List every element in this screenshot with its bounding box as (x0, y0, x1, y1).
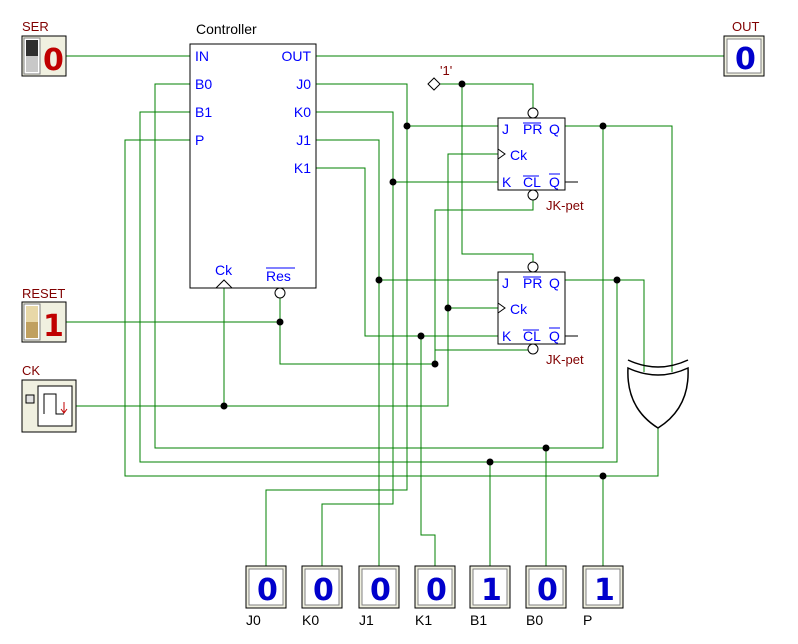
xor-gate[interactable] (627, 359, 689, 429)
jk-flipflop-1[interactable]: J PR Q Ck K CL Q JK-pet (497, 261, 584, 367)
wire-q0-b0 (546, 126, 604, 449)
controller-title: Controller (196, 21, 257, 37)
probe-b1-value: 1 (481, 573, 502, 608)
wire-q1-xor (565, 279, 645, 372)
ff0-pr: PR (523, 121, 542, 137)
jk-flipflop-0[interactable]: J PR Q Ck K CL Q JK-pet (497, 107, 584, 213)
reset-label: RESET (22, 286, 65, 301)
probe-p-value: 1 (594, 573, 615, 608)
junctions (220, 80, 621, 480)
ff0-j: J (502, 121, 509, 137)
wire-q1-b1 (490, 280, 618, 463)
pin-b0: B0 (195, 76, 212, 92)
wire-b1 (139, 111, 491, 566)
constant-one[interactable]: '1' (427, 63, 452, 91)
wire-q0-xor (565, 125, 673, 372)
ff1-ck: Ck (510, 301, 528, 317)
probe-k1-label: K1 (415, 612, 432, 628)
out-label: OUT (732, 19, 760, 34)
const-one-label: '1' (440, 63, 452, 78)
pin-in: IN (195, 48, 209, 64)
controller-block[interactable]: Controller IN B0 B1 P OUT J0 K0 J1 K1 Ck… (189, 21, 317, 299)
wire-one-ff2 (461, 84, 534, 264)
probe-p: 1 P (582, 565, 624, 628)
probe-b1-label: B1 (470, 612, 487, 628)
probe-k0-value: 0 (313, 573, 334, 608)
wire-b0 (154, 83, 547, 566)
pin-res: Res (266, 268, 291, 284)
probe-j0: 0 J0 (245, 565, 287, 628)
reset-value: 1 (43, 309, 64, 344)
probe-b0: 0 B0 (525, 565, 567, 628)
clock-triangle-icon (215, 279, 233, 289)
ff0-k: K (502, 174, 512, 190)
ff0-ck: Ck (510, 147, 528, 163)
ff1-clock-icon (497, 302, 506, 314)
reset-switch[interactable]: RESET 1 (21, 286, 67, 344)
pin-k1: K1 (294, 160, 311, 176)
ck-source[interactable]: CK (21, 363, 77, 433)
ff0-cl: CL (523, 174, 541, 190)
diamond-icon (427, 77, 441, 91)
ff1-name: JK-pet (546, 352, 584, 367)
ff0-q: Q (549, 121, 560, 137)
ff0-name: JK-pet (546, 198, 584, 213)
probe-b0-label: B0 (526, 612, 543, 628)
ser-label: SER (22, 19, 49, 34)
pin-p: P (195, 132, 204, 148)
ff0-clock-icon (497, 148, 506, 160)
ff1-qbar: Q (549, 328, 560, 344)
ck-button-icon (25, 394, 35, 404)
pin-j0: J0 (296, 76, 311, 92)
probe-j1: 0 J1 (358, 565, 400, 628)
probe-k1-value: 0 (426, 573, 447, 608)
out-value: 0 (735, 42, 756, 77)
probe-k0: 0 K0 (301, 565, 343, 628)
wire-j1 (316, 139, 380, 566)
ff0-qbar: Q (549, 174, 560, 190)
ff1-pr: PR (523, 275, 542, 291)
wire-k0 (316, 111, 394, 566)
ff1-q: Q (549, 275, 560, 291)
arrow-down-icon (60, 402, 68, 414)
ser-value: 0 (43, 43, 64, 78)
ser-switch[interactable]: SER 0 (21, 19, 67, 78)
pin-k0: K0 (294, 104, 311, 120)
probe-p-label: P (583, 612, 592, 628)
wires (66, 55, 724, 566)
wire-xor-p (603, 428, 659, 477)
ck-label: CK (22, 363, 40, 378)
probe-b1: 1 B1 (469, 565, 511, 628)
probe-j0-value: 0 (257, 573, 278, 608)
wire-one (440, 83, 534, 108)
square-wave-icon (43, 393, 64, 415)
ff1-k: K (502, 328, 512, 344)
wire-reset-cl (279, 200, 534, 365)
probe-j0-label: J0 (246, 612, 261, 628)
ff1-cl: CL (523, 328, 541, 344)
ff1-j: J (502, 275, 509, 291)
pin-b1: B1 (195, 104, 212, 120)
probe-k0-label: K0 (302, 612, 319, 628)
pin-ck: Ck (215, 262, 233, 278)
wire-k1-probe (420, 336, 436, 566)
wire-k1 (316, 167, 498, 337)
pin-j1: J1 (296, 132, 311, 148)
pin-out: OUT (281, 48, 311, 64)
out-display: OUT 0 (723, 19, 765, 77)
probe-j1-label: J1 (359, 612, 374, 628)
wire-p (124, 139, 604, 566)
wire-ck (76, 153, 498, 407)
wire-j0 (265, 83, 408, 566)
wire-reset (66, 294, 281, 323)
probe-j1-value: 0 (370, 573, 391, 608)
probe-k1: 0 K1 (414, 565, 456, 628)
probe-b0-value: 0 (537, 573, 558, 608)
